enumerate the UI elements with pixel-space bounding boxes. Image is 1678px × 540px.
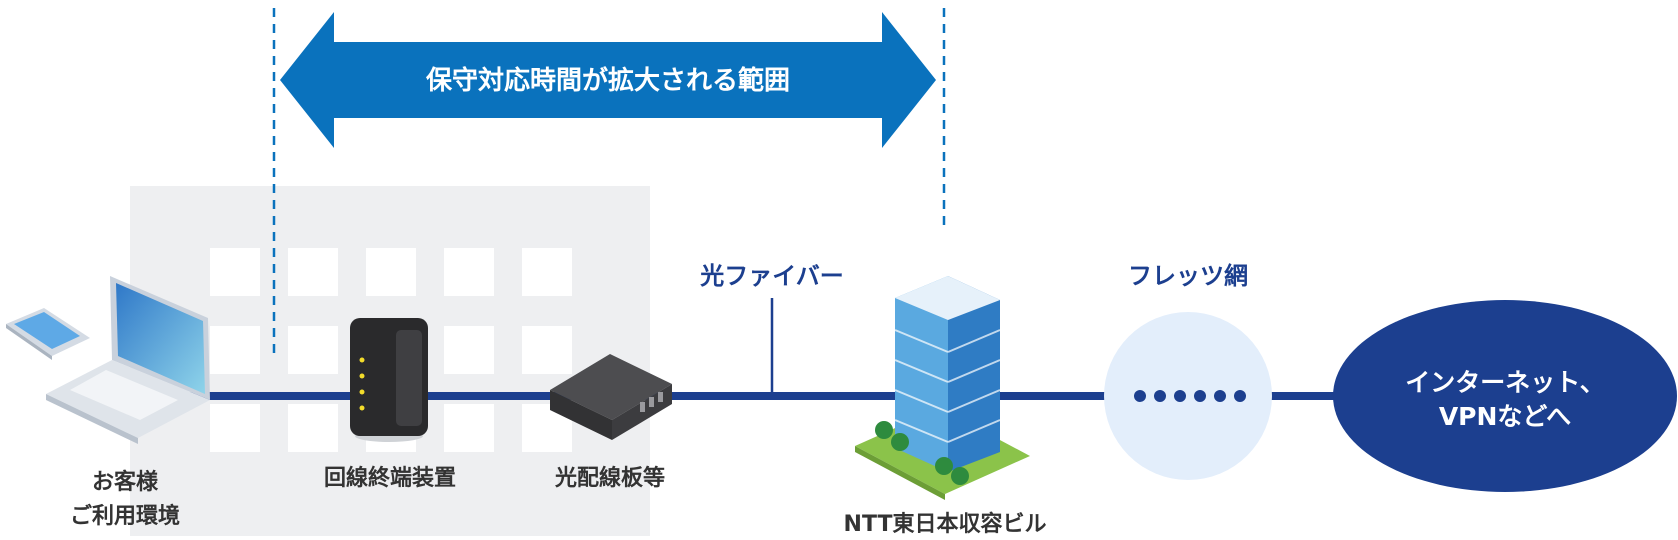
fiber-label: 光ファイバー bbox=[700, 262, 844, 290]
patch-panel-icon bbox=[550, 354, 672, 440]
laptop-icon bbox=[46, 276, 210, 444]
flets-network-cloud bbox=[1104, 312, 1272, 480]
ntt-building-label: NTT東日本収容ビル bbox=[843, 512, 1047, 537]
customer-building bbox=[130, 186, 650, 536]
ont-device-icon bbox=[350, 318, 428, 442]
internet-label-line1: インターネット、 bbox=[1405, 368, 1605, 397]
maintenance-range-arrow bbox=[280, 12, 936, 148]
customer-label-line1: お客様 bbox=[91, 470, 158, 495]
customer-label-line2: ご利用環境 bbox=[69, 504, 180, 529]
ont-label: 回線終端装置 bbox=[323, 466, 456, 491]
maintenance-range-label: 保守対応時間が拡大される範囲 bbox=[425, 66, 790, 96]
flets-network-label: フレッツ網 bbox=[1128, 262, 1248, 290]
patch-panel-label: 光配線板等 bbox=[554, 466, 665, 491]
flets-network-dots bbox=[1134, 390, 1246, 402]
tablet-icon bbox=[6, 308, 90, 360]
internet-ellipse bbox=[1333, 300, 1677, 492]
internet-label-line2: VPNなどへ bbox=[1438, 402, 1572, 431]
office-building-icon bbox=[855, 276, 1030, 500]
